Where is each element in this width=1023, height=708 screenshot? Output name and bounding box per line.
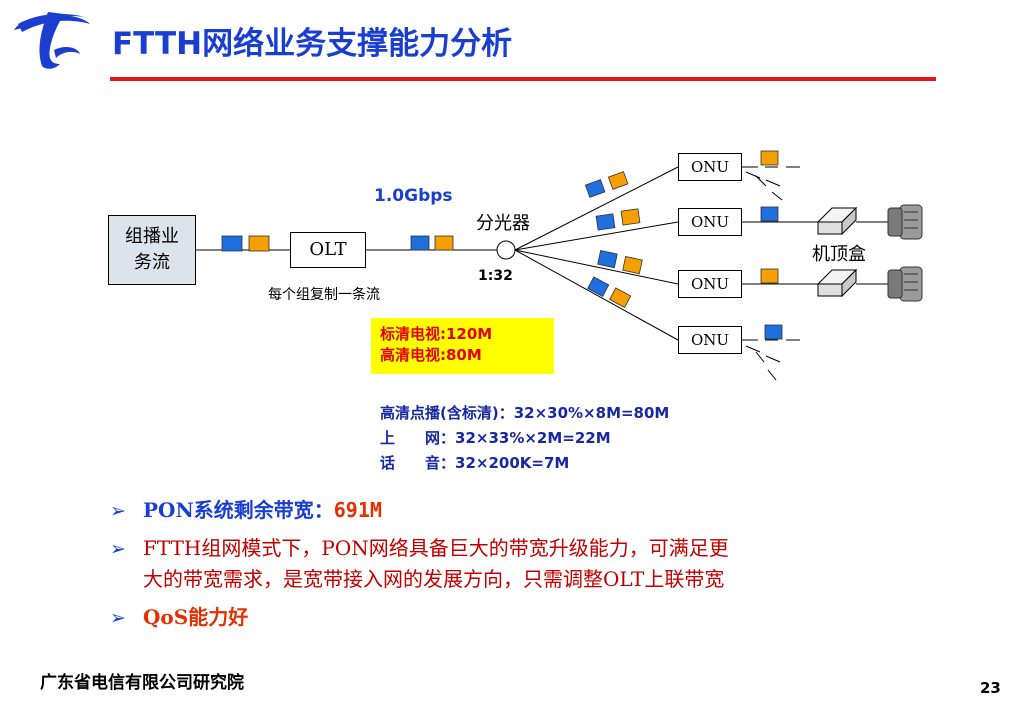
- packet-blue: [587, 276, 610, 297]
- footer-org: 广东省电信有限公司研究院: [40, 673, 244, 693]
- china-telecom-logo: [14, 12, 90, 69]
- bullet-ftth-line-2: 大的带宽需求，是宽带接入网的发展方向，只需调整OLT上联带宽: [143, 567, 725, 591]
- tv-icon: [887, 266, 923, 302]
- bullet-1-prefix: PON系统剩余带宽：: [143, 498, 334, 522]
- splitter-label: 分光器: [476, 213, 530, 234]
- multicast-source-box: 组播业 务流: [108, 215, 196, 285]
- packet-orange: [609, 287, 632, 308]
- bullet-qos: QoS能力好: [143, 605, 249, 629]
- onu-box: ONU: [678, 208, 742, 236]
- source-line-2: 务流: [134, 252, 170, 273]
- title-divider: [110, 77, 936, 81]
- bullet-marker: ➢: [110, 500, 126, 522]
- packet-blue: [597, 250, 618, 269]
- olt-box: OLT: [290, 232, 366, 268]
- bullet-1-value: 691M: [333, 498, 382, 522]
- onu-box: ONU: [678, 326, 742, 354]
- stat-internet: 上 网：32×33%×2M=22M: [380, 429, 611, 447]
- packet-orange: [607, 171, 629, 190]
- rate-sd: 标清电视:120M: [380, 325, 493, 343]
- packet-orange: [760, 150, 779, 166]
- stat-vod: 高清点播(含标清)：32×30%×8M=80M: [380, 404, 670, 422]
- packet-blue: [221, 235, 243, 252]
- set-top-box-label: 机顶盒: [812, 244, 866, 265]
- stat-voice: 话 音：32×200K=7M: [380, 454, 570, 472]
- set-top-box-icon: [816, 268, 858, 298]
- bullet-marker: ➢: [110, 607, 126, 629]
- onu-box: ONU: [678, 270, 742, 298]
- split-ratio-label: 1:32: [478, 268, 513, 284]
- packet-orange: [434, 235, 454, 251]
- packet-orange: [622, 256, 643, 275]
- set-top-box-icon: [816, 206, 858, 236]
- bandwidth-label: 1.0Gbps: [374, 186, 453, 206]
- olt-note: 每个组复制一条流: [268, 287, 380, 303]
- bullet-ftth-line-1: FTTH组网模式下，PON网络具备巨大的带宽升级能力，可满足更: [143, 536, 729, 560]
- tv-icon: [887, 204, 923, 240]
- packet-blue: [584, 179, 606, 198]
- onu-box: ONU: [678, 153, 742, 181]
- tv-rate-box: 标清电视:120M 高清电视:80M: [371, 318, 554, 374]
- bullet-remaining-bandwidth: PON系统剩余带宽：691M: [143, 494, 382, 526]
- packet-blue: [595, 213, 616, 231]
- splitter-circle: [496, 240, 516, 260]
- packet-orange: [760, 268, 779, 284]
- packet-blue: [764, 324, 783, 340]
- page-number: 23: [980, 679, 1001, 697]
- packet-blue: [410, 235, 430, 251]
- rate-hd: 高清电视:80M: [380, 346, 482, 364]
- source-line-1: 组播业: [125, 226, 179, 247]
- packet-orange: [620, 208, 641, 226]
- bullet-marker: ➢: [110, 538, 126, 560]
- page-title: FTTH网络业务支撑能力分析: [112, 26, 513, 62]
- packet-blue: [760, 206, 779, 222]
- packet-orange: [248, 235, 270, 252]
